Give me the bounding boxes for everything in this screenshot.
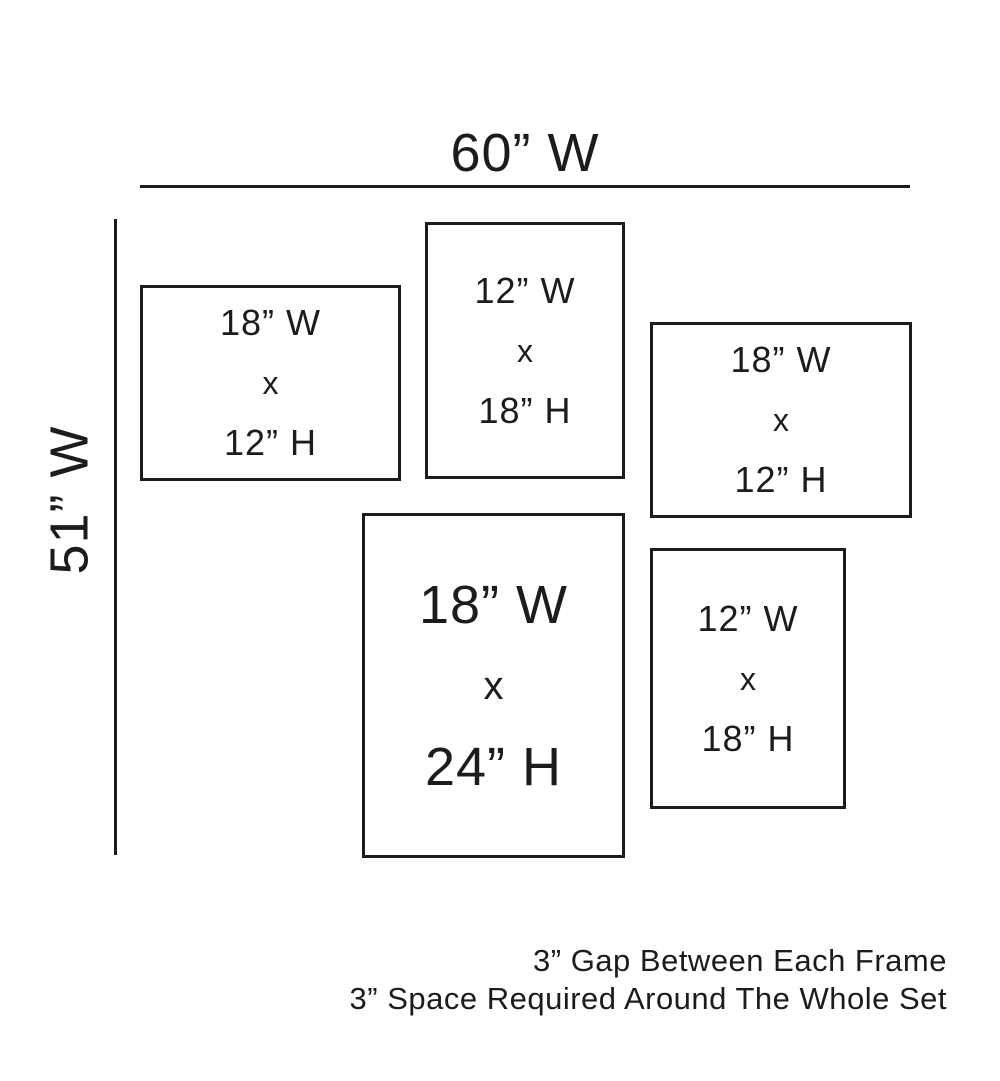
frame-bottom-middle: 18” W x 24” H — [362, 513, 625, 858]
frame-width-label: 18” W — [730, 339, 832, 380]
frame-width-label: 12” W — [697, 597, 799, 639]
total-height-label: 51” W — [40, 425, 100, 575]
total-width-label: 60” W — [450, 123, 600, 183]
space-note: 3” Space Required Around The Whole Set — [349, 981, 947, 1016]
frame-width-label: 12” W — [474, 269, 576, 311]
frame-height-label: 18” H — [478, 389, 572, 431]
total-width-line — [140, 185, 910, 188]
frame-width-label: 18” W — [418, 574, 569, 635]
frame-x-label: x — [517, 332, 533, 369]
frame-middle-right: 18” W x 12” H — [650, 322, 912, 518]
spacing-notes: 3” Gap Between Each Frame 3” Space Requi… — [350, 942, 947, 1018]
frame-height-label: 12” H — [223, 422, 318, 463]
frame-x-label: x — [773, 402, 789, 438]
frame-bottom-right: 12” W x 18” H — [650, 548, 846, 809]
frame-height-label: 18” H — [701, 717, 795, 759]
total-height-line — [114, 219, 117, 855]
frame-width-label: 18” W — [219, 302, 321, 343]
frame-top-middle: 12” W x 18” H — [425, 222, 625, 479]
frame-x-label: x — [262, 365, 279, 401]
frame-height-label: 24” H — [424, 736, 563, 797]
frame-x-label: x — [740, 660, 756, 697]
frame-top-left: 18” W x 12” H — [140, 285, 401, 481]
gap-note: 3” Gap Between Each Frame — [533, 943, 947, 978]
frame-height-label: 12” H — [734, 459, 828, 500]
frame-x-label: x — [483, 663, 504, 708]
total-height-label-wrap: 51” W — [30, 220, 110, 780]
